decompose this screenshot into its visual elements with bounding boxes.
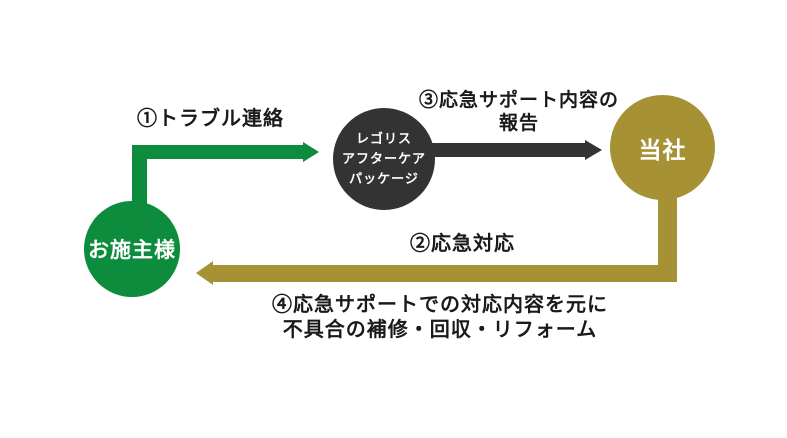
arrow-step1-horizontal-segment xyxy=(132,145,303,159)
flow-label-step1: ①トラブル連絡 xyxy=(137,108,284,130)
node-company: 当社 xyxy=(610,95,715,200)
arrow-step3-horizontal-segment xyxy=(420,143,585,157)
arrow-step2-horizontal-segment xyxy=(213,265,677,282)
arrow-step1-right-arrowhead-icon xyxy=(303,142,319,162)
node-client: お施主様 xyxy=(84,201,180,297)
flow-label-step3: ③応急サポート内容の 報告 xyxy=(403,89,635,135)
node-package-label-line1: レゴリス xyxy=(355,130,412,146)
node-aftercare-package: レゴリス アフターケア パッケージ xyxy=(333,108,435,210)
flow-label-step2: ②応急対応 xyxy=(410,233,515,255)
node-company-label: 当社 xyxy=(638,136,687,163)
flow-label-step4-line1: ④応急サポートでの対応内容を元に xyxy=(272,294,608,316)
node-client-label: お施主様 xyxy=(88,239,176,262)
arrow-step3-right-arrowhead-icon xyxy=(585,140,602,160)
arrow-step2-vertical-segment xyxy=(658,193,677,282)
arrow-step1-vertical-segment xyxy=(132,148,147,218)
flow-label-step3-line2: 報告 xyxy=(498,113,539,134)
flow-label-step4: ④応急サポートでの対応内容を元に 不具合の補修・回収・リフォーム xyxy=(250,293,630,343)
arrow-step2-left-arrowhead-icon xyxy=(196,261,213,285)
node-package-label-line3: パッケージ xyxy=(349,171,419,187)
node-package-label-line2: アフターケア xyxy=(341,150,426,166)
flow-label-step4-line2: 不具合の補修・回収・リフォーム xyxy=(282,319,598,341)
flow-label-step3-line1: ③応急サポート内容の xyxy=(418,90,619,111)
